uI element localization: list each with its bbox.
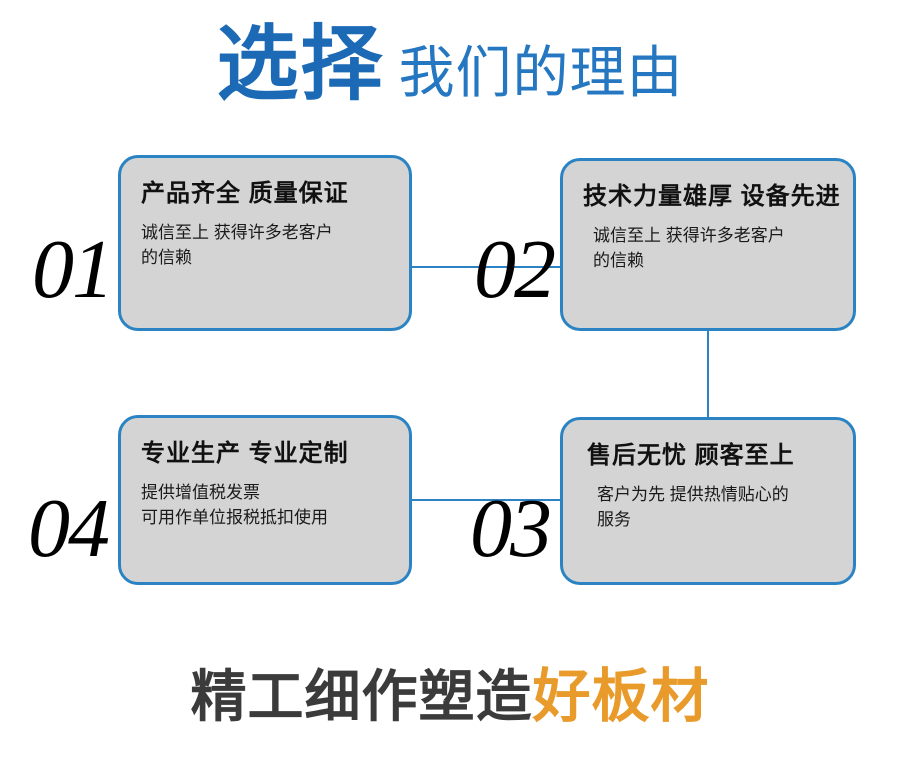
reason-number-01: 01 — [32, 223, 114, 316]
reason-card-04-content: 专业生产 专业定制 提供增值税发票 可用作单位报税抵扣使用 — [121, 418, 409, 582]
reason-number-04: 04 — [28, 482, 110, 575]
reason-card-04-body: 提供增值税发票 可用作单位报税抵扣使用 — [141, 482, 328, 528]
connector-card01-to-card02 — [412, 266, 562, 268]
reason-card-03-content: 售后无忧 顾客至上 客户为先 提供热情贴心的 服务 — [563, 420, 853, 582]
reason-card-01[interactable]: 产品齐全 质量保证 诚信至上 获得许多老客户 的信赖 — [118, 155, 412, 331]
page-title: 选择我们的理由 — [0, 24, 900, 106]
connector-card02-to-card03 — [707, 331, 709, 417]
connector-card04-to-card03 — [412, 499, 562, 501]
reason-card-04[interactable]: 专业生产 专业定制 提供增值税发票 可用作单位报税抵扣使用 — [118, 415, 412, 585]
reason-card-03[interactable]: 售后无忧 顾客至上 客户为先 提供热情贴心的 服务 — [560, 417, 856, 585]
reason-card-02-body: 诚信至上 获得许多老客户 的信赖 — [593, 225, 785, 271]
footer-slogan: 精工细作塑造好板材 — [0, 668, 900, 726]
reason-card-01-title: 产品齐全 质量保证 — [141, 180, 349, 207]
reason-card-02[interactable]: 技术力量雄厚 设备先进 诚信至上 获得许多老客户 的信赖 — [560, 158, 856, 331]
page-title-strong: 选择 — [216, 19, 385, 110]
reason-card-02-title: 技术力量雄厚 设备先进 — [583, 183, 841, 210]
reason-card-03-title: 售后无忧 顾客至上 — [587, 442, 795, 469]
reason-number-02: 02 — [474, 223, 556, 316]
footer-slogan-dark: 精工细作塑造 — [190, 665, 533, 728]
reason-card-04-title: 专业生产 专业定制 — [141, 440, 349, 467]
reason-card-01-content: 产品齐全 质量保证 诚信至上 获得许多老客户 的信赖 — [121, 158, 409, 328]
footer-slogan-accent: 好板材 — [532, 664, 710, 729]
reason-card-02-content: 技术力量雄厚 设备先进 诚信至上 获得许多老客户 的信赖 — [563, 161, 853, 328]
reason-number-03: 03 — [470, 482, 552, 575]
reason-card-01-body: 诚信至上 获得许多老客户 的信赖 — [141, 222, 333, 268]
page-title-light: 我们的理由 — [398, 41, 684, 104]
reason-card-03-body: 客户为先 提供热情贴心的 服务 — [597, 484, 789, 530]
